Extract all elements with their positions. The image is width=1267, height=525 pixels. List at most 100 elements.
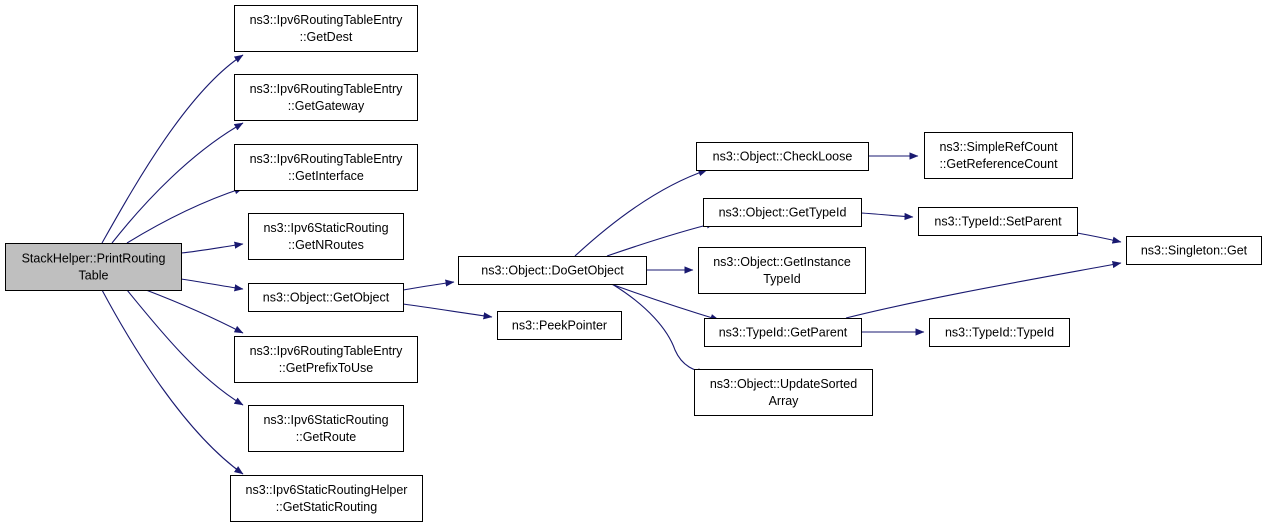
node-box	[704, 318, 862, 347]
edge-getobject-to-peekpointer	[402, 303, 493, 320]
edge-arrow	[180, 278, 244, 292]
node-label: ns3::Singleton::Get	[1141, 244, 1248, 258]
node-box	[234, 5, 418, 52]
node-label: ns3::Object::GetObject	[263, 291, 390, 305]
node-label: ns3::TypeId::GetParent	[719, 326, 848, 340]
edge-arrow	[1076, 232, 1122, 244]
edge-arrow	[126, 187, 244, 244]
node-label: ::GetStaticRouting	[276, 500, 377, 514]
node-label: TypeId	[763, 272, 801, 286]
node-label: ns3::Object::DoGetObject	[481, 264, 624, 278]
node-label: ns3::Ipv6StaticRoutingHelper	[246, 483, 408, 497]
edge-root-to-getinterface	[126, 187, 244, 244]
edge-dogetobject-to-typeidgetparent	[610, 283, 720, 321]
node-label: ::GetReferenceCount	[939, 157, 1058, 171]
node-box	[234, 74, 418, 121]
node-dogetobject[interactable]: ns3::Object::DoGetObject	[458, 256, 647, 285]
edge-typeidgetparent-to-singletonget	[845, 261, 1122, 319]
node-getinterface[interactable]: ns3::Ipv6RoutingTableEntry::GetInterface	[234, 144, 418, 191]
edge-root-to-getroute	[126, 289, 244, 406]
edge-arrow	[101, 289, 244, 475]
node-label: ::GetDest	[300, 30, 353, 44]
node-label: Table	[79, 269, 109, 283]
node-box	[458, 256, 647, 285]
edge-arrow	[610, 283, 720, 321]
edge-arrow	[126, 289, 244, 406]
node-typeidtypeid[interactable]: ns3::TypeId::TypeId	[929, 318, 1070, 347]
edge-arrow	[845, 261, 1122, 319]
node-label: ::GetInterface	[288, 169, 364, 183]
edge-dogetobject-to-updatesortedarray	[611, 283, 708, 376]
node-singletonget[interactable]: ns3::Singleton::Get	[1126, 236, 1262, 265]
node-label: ns3::Ipv6StaticRouting	[263, 221, 388, 235]
node-box	[698, 247, 866, 294]
node-getroute[interactable]: ns3::Ipv6StaticRouting::GetRoute	[248, 405, 404, 452]
node-label: ::GetGateway	[288, 99, 365, 113]
edge-setparent-to-singletonget	[1076, 232, 1122, 244]
node-label: ns3::Object::GetTypeId	[719, 206, 847, 220]
node-box	[234, 336, 418, 383]
node-box	[694, 369, 873, 416]
node-box	[234, 144, 418, 191]
edges	[101, 54, 1122, 475]
edge-arrow	[101, 54, 244, 244]
node-gettypeid[interactable]: ns3::Object::GetTypeId	[703, 198, 862, 227]
node-getreferencecount[interactable]: ns3::SimpleRefCount::GetReferenceCount	[924, 132, 1073, 179]
node-label: ns3::Ipv6RoutingTableEntry	[250, 82, 404, 96]
node-getprefixtouse[interactable]: ns3::Ipv6RoutingTableEntry::GetPrefixToU…	[234, 336, 418, 383]
node-box	[230, 475, 423, 522]
edge-gettypeid-to-setparent	[860, 212, 914, 221]
node-box	[248, 213, 404, 260]
node-box	[497, 311, 622, 340]
edge-root-to-getobject	[180, 278, 244, 292]
edge-getobject-to-dogetobject	[402, 279, 455, 291]
edge-arrow	[180, 241, 244, 254]
node-box	[918, 207, 1078, 236]
node-getdest[interactable]: ns3::Ipv6RoutingTableEntry::GetDest	[234, 5, 418, 52]
node-box	[5, 243, 182, 291]
node-box	[248, 405, 404, 452]
node-label: ns3::PeekPointer	[512, 319, 607, 333]
node-setparent[interactable]: ns3::TypeId::SetParent	[918, 207, 1078, 236]
node-label: ns3::SimpleRefCount	[939, 140, 1058, 154]
edge-arrow	[111, 122, 244, 244]
node-label: ns3::Ipv6StaticRouting	[263, 413, 388, 427]
edge-root-to-getgateway	[111, 122, 244, 244]
edge-root-to-getdest	[101, 54, 244, 244]
node-label: ::GetNRoutes	[288, 238, 364, 252]
node-peekpointer[interactable]: ns3::PeekPointer	[497, 311, 622, 340]
edge-arrow	[574, 169, 708, 257]
edge-dogetobject-to-checkloose	[574, 169, 708, 257]
edge-arrow	[145, 289, 244, 334]
node-getgateway[interactable]: ns3::Ipv6RoutingTableEntry::GetGateway	[234, 74, 418, 121]
node-getnroutes[interactable]: ns3::Ipv6StaticRouting::GetNRoutes	[248, 213, 404, 260]
node-label: Array	[769, 394, 800, 408]
node-checkloose[interactable]: ns3::Object::CheckLoose	[696, 142, 869, 171]
edge-arrow	[402, 279, 455, 291]
node-label: ns3::Object::UpdateSorted	[710, 377, 857, 391]
node-box	[703, 198, 862, 227]
node-label: ns3::TypeId::TypeId	[945, 326, 1054, 340]
edge-arrow	[402, 303, 493, 320]
node-box	[248, 283, 404, 312]
node-label: ::GetPrefixToUse	[279, 361, 374, 375]
node-label: StackHelper::PrintRouting	[22, 252, 166, 266]
node-typeidgetparent[interactable]: ns3::TypeId::GetParent	[704, 318, 862, 347]
edge-arrow	[860, 212, 914, 221]
edge-root-to-getprefixtouse	[145, 289, 244, 334]
node-label: ns3::TypeId::SetParent	[934, 215, 1062, 229]
node-box	[929, 318, 1070, 347]
node-getstaticrouting[interactable]: ns3::Ipv6StaticRoutingHelper::GetStaticR…	[230, 475, 423, 522]
node-box	[696, 142, 869, 171]
node-label: ::GetRoute	[296, 430, 356, 444]
node-label: ns3::Object::CheckLoose	[713, 150, 853, 164]
node-box	[1126, 236, 1262, 265]
edge-root-to-getnroutes	[180, 241, 244, 254]
edge-root-to-getstaticrouting	[101, 289, 244, 475]
node-label: ns3::Ipv6RoutingTableEntry	[250, 344, 404, 358]
node-getobject[interactable]: ns3::Object::GetObject	[248, 283, 404, 312]
